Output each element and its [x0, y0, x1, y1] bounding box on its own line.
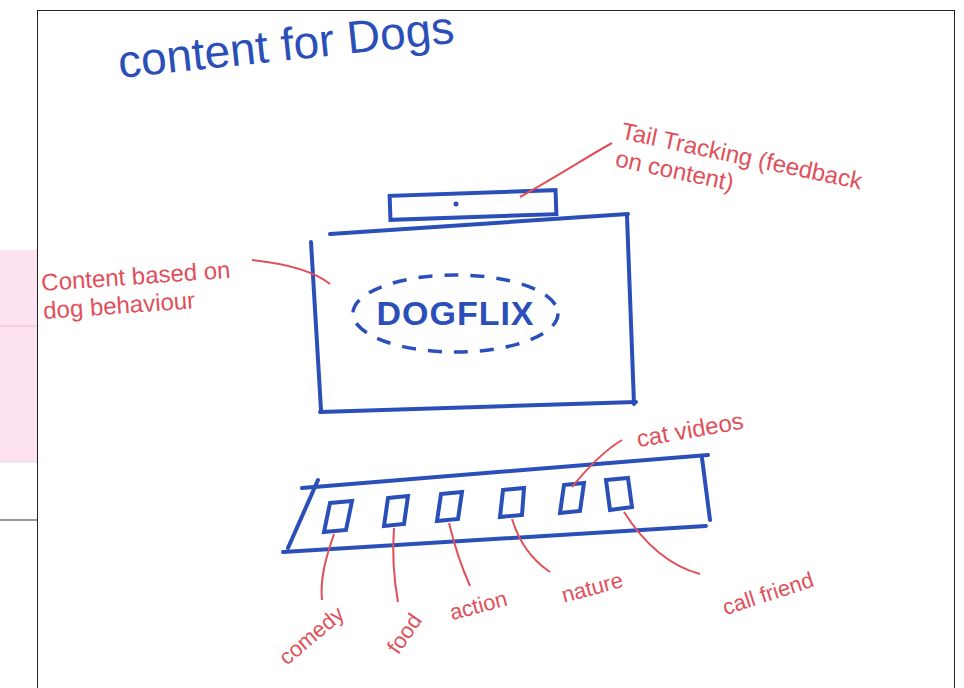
key-label: cat videos [634, 407, 745, 453]
callout-note: Tail Tracking (feedback on content) [613, 117, 884, 226]
callout-note: Content based on dog behaviour [40, 255, 243, 324]
key-label: call friend [719, 567, 816, 620]
key-label: food [382, 609, 427, 659]
key [560, 483, 584, 513]
screen-bottom [320, 402, 636, 412]
key-label: nature [559, 567, 626, 608]
leader-line [512, 519, 550, 572]
side-panel-line [0, 326, 37, 327]
key [500, 488, 524, 517]
leader-line [393, 528, 398, 602]
screen-left [311, 242, 321, 410]
leader-line [449, 523, 470, 586]
leader-line [572, 440, 622, 487]
leader-line [322, 534, 334, 600]
side-panel-line [0, 462, 37, 463]
key-label: action [447, 586, 510, 626]
leader-line [624, 512, 700, 574]
key [324, 501, 352, 532]
keyboard-top [302, 455, 708, 488]
key [437, 492, 462, 521]
screen-logo-badge: DOGFLIX [350, 272, 561, 355]
webcam-lens [454, 202, 459, 207]
side-panel-line [0, 520, 37, 521]
slide-frame [38, 11, 955, 688]
screen-top [330, 214, 628, 234]
logo-text: DOGFLIX [376, 294, 534, 333]
screen-right [627, 216, 634, 404]
key [384, 496, 408, 526]
webcam-bar [390, 190, 557, 220]
side-panel [0, 250, 37, 462]
dashed-ellipse-outline [353, 275, 558, 352]
keyboard-left [288, 480, 318, 548]
key-label: comedy [274, 601, 349, 670]
title: content for Dogs [115, 1, 456, 89]
keyboard-right [702, 458, 710, 520]
key [606, 478, 632, 510]
leader-line [520, 143, 612, 197]
leader-line [252, 260, 330, 284]
